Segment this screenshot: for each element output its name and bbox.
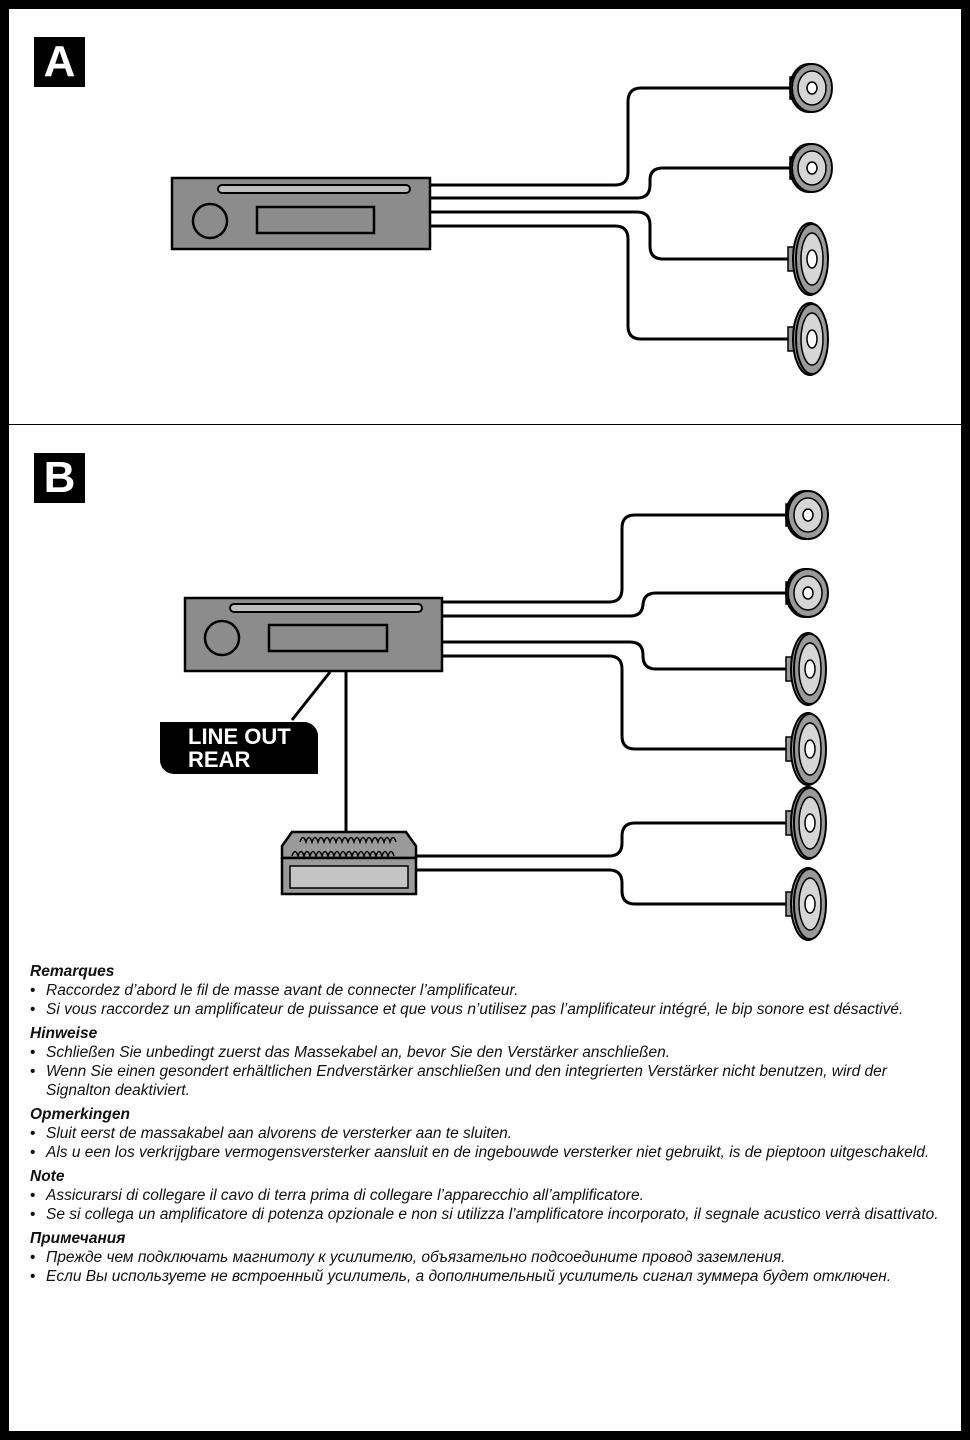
note-item: Sluit eerst de massakabel aan alvorens d…	[30, 1124, 950, 1143]
speaker-oval	[787, 302, 829, 376]
wire	[416, 821, 790, 858]
note-list: Sluit eerst de massakabel aan alvorens d…	[30, 1124, 950, 1162]
speaker-oval	[785, 712, 827, 786]
notes-italian: Note Assicurarsi di collegare il cavo di…	[30, 1167, 950, 1224]
panel-divider	[9, 424, 961, 425]
notes-german: Hinweise Schließen Sie unbedingt zuerst …	[30, 1024, 950, 1100]
notes-french: Remarques Raccordez d’abord le fil de ma…	[30, 962, 950, 1019]
power-amplifier	[280, 830, 418, 896]
note-item: Als u een los verkrijgbare vermogensvers…	[30, 1143, 950, 1162]
note-item: Schließen Sie unbedingt zuerst das Masse…	[30, 1043, 950, 1062]
notes-heading: Hinweise	[30, 1025, 98, 1042]
wire	[442, 513, 790, 604]
note-list: Schließen Sie unbedingt zuerst das Masse…	[30, 1043, 950, 1100]
notes-dutch: Opmerkingen Sluit eerst de massakabel aa…	[30, 1105, 950, 1162]
wire	[442, 654, 790, 751]
note-item: Wenn Sie einen gesondert erhältlichen En…	[30, 1062, 950, 1100]
diagram-b	[183, 490, 829, 941]
volume-knob	[203, 619, 241, 657]
notes-heading: Note	[30, 1168, 65, 1185]
wires-a	[430, 86, 792, 341]
speaker-round	[785, 490, 829, 540]
wire	[430, 210, 792, 261]
head-unit	[170, 176, 432, 251]
note-item: Assicurarsi di collegare il cavo di terr…	[30, 1186, 950, 1205]
panel-b-label: B	[34, 453, 85, 503]
wire	[416, 868, 790, 906]
speaker-oval	[787, 222, 829, 296]
note-item: Se si collega un amplificatore di potenz…	[30, 1205, 950, 1224]
line-out-rear-callout: LINE OUT REAR	[160, 722, 318, 774]
head-unit	[183, 596, 444, 673]
speaker-round	[789, 63, 833, 113]
wire	[430, 166, 792, 200]
notes-heading: Примечания	[30, 1230, 126, 1247]
note-list: Assicurarsi di collegare il cavo di terr…	[30, 1186, 950, 1224]
display	[267, 623, 389, 653]
speaker-oval	[785, 867, 827, 941]
speaker-oval	[785, 632, 827, 706]
wire	[430, 224, 792, 341]
notes-russian: Примечания Прежде чем подключать магнито…	[30, 1229, 950, 1286]
speaker-round	[785, 568, 829, 618]
note-list: Raccordez d’abord le fil de masse avant …	[30, 981, 950, 1019]
diagram-a	[170, 63, 833, 376]
wires-b	[290, 513, 790, 906]
note-item: Si vous raccordez un amplificateur de pu…	[30, 1000, 950, 1019]
notes: Remarques Raccordez d’abord le fil de ma…	[30, 962, 950, 1291]
notes-heading: Opmerkingen	[30, 1106, 130, 1123]
speaker-round	[789, 143, 833, 193]
display	[255, 205, 376, 235]
volume-knob	[191, 202, 229, 240]
note-item: Прежде чем подключать магнитолу к усилит…	[30, 1248, 950, 1267]
heat-sink-fins	[299, 836, 397, 845]
note-item: Raccordez d’abord le fil de masse avant …	[30, 981, 950, 1000]
note-item: Если Вы используете не встроенный усилит…	[30, 1267, 950, 1286]
speaker-oval	[785, 786, 827, 860]
wire	[430, 86, 792, 187]
panel-a-label: A	[34, 37, 85, 87]
wire	[290, 671, 332, 721]
note-list: Прежде чем подключать магнитолу к усилит…	[30, 1248, 950, 1286]
wire	[442, 591, 790, 618]
notes-heading: Remarques	[30, 963, 115, 980]
wire	[442, 640, 790, 671]
